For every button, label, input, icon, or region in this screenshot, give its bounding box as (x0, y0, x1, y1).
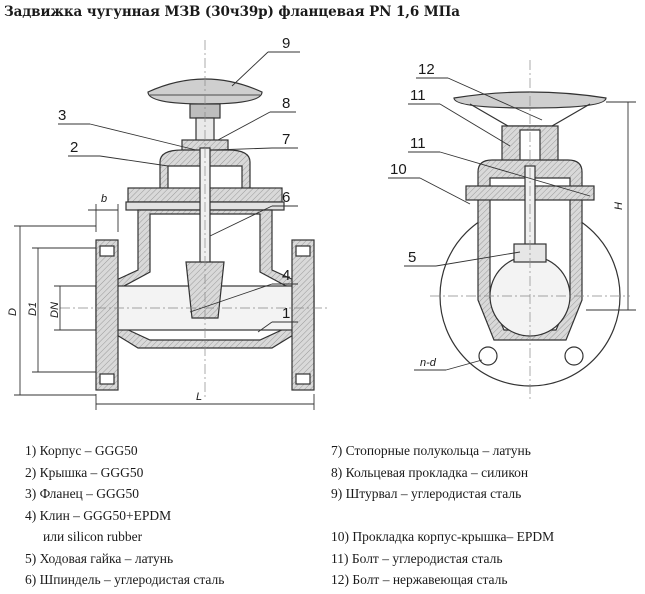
callout-5: 5 (408, 249, 416, 266)
legend-left-column: 1) Корпус – GGG50 2) Крышка – GGG50 3) Ф… (25, 440, 224, 591)
dim-D1-label: D1 (27, 302, 39, 316)
callout-11-top: 11 (410, 87, 426, 104)
callout-6: 6 (282, 189, 290, 206)
legend-item-9: 9) Штурвал – углеродистая сталь (331, 486, 522, 501)
legend-item-8: 8) Кольцевая прокладка – силикон (331, 464, 529, 480)
page-title: Задвижка чугунная МЗВ (30ч39р) фланцевая… (4, 4, 460, 20)
legend-item-11: 11) Болт – углеродистая сталь (331, 550, 503, 566)
dim-n-d-label: n-d (420, 357, 437, 369)
legend-item-5: 5) Ходовая гайка – латунь (25, 550, 174, 566)
left-section-view (14, 40, 330, 410)
legend-right-column: 7) Стопорные полукольца – латунь 8) Коль… (331, 440, 554, 591)
legend-item-7: 7) Стопорные полукольца – латунь (331, 443, 531, 458)
legend-item-6: 6) Шпиндель – углеродистая сталь (25, 572, 225, 587)
callout-1: 1 (282, 305, 290, 322)
callout-4: 4 (282, 267, 290, 284)
legend-item-4: 4) Клин – GGG50+EPDM (25, 507, 172, 523)
callout-7: 7 (282, 131, 290, 148)
legend-item-2: 2) Крышка – GGG50 (25, 464, 144, 480)
legend-item-12: 12) Болт – нержавеющая сталь (331, 572, 508, 587)
dim-D-label: D (7, 308, 19, 316)
dim-H-label: H (613, 202, 625, 210)
handwheel (147, 78, 263, 105)
right-side-view (388, 60, 636, 400)
callout-10: 10 (390, 161, 407, 178)
legend-item-4-cont: или silicon rubber (43, 529, 143, 544)
left-flange (95, 239, 119, 391)
callout-3: 3 (58, 107, 66, 124)
legend-item-10: 10) Прокладка корпус-крышка– EPDM (331, 529, 555, 544)
callout-2: 2 (70, 139, 78, 156)
gate-valve-drawing: 9 8 3 2 7 6 4 1 b D D1 DN L (7, 35, 636, 410)
callout-8: 8 (282, 95, 290, 112)
callout-12: 12 (418, 61, 435, 78)
dim-L-label: L (196, 391, 202, 403)
callout-9: 9 (282, 35, 290, 52)
right-flange (291, 239, 315, 391)
callout-11-lower: 11 (410, 135, 426, 152)
dim-DN-label: DN (49, 302, 61, 318)
dim-b-label: b (101, 193, 107, 205)
legend-item-1: 1) Корпус – GGG50 (25, 443, 138, 458)
legend-item-3: 3) Фланец – GGG50 (25, 486, 140, 501)
